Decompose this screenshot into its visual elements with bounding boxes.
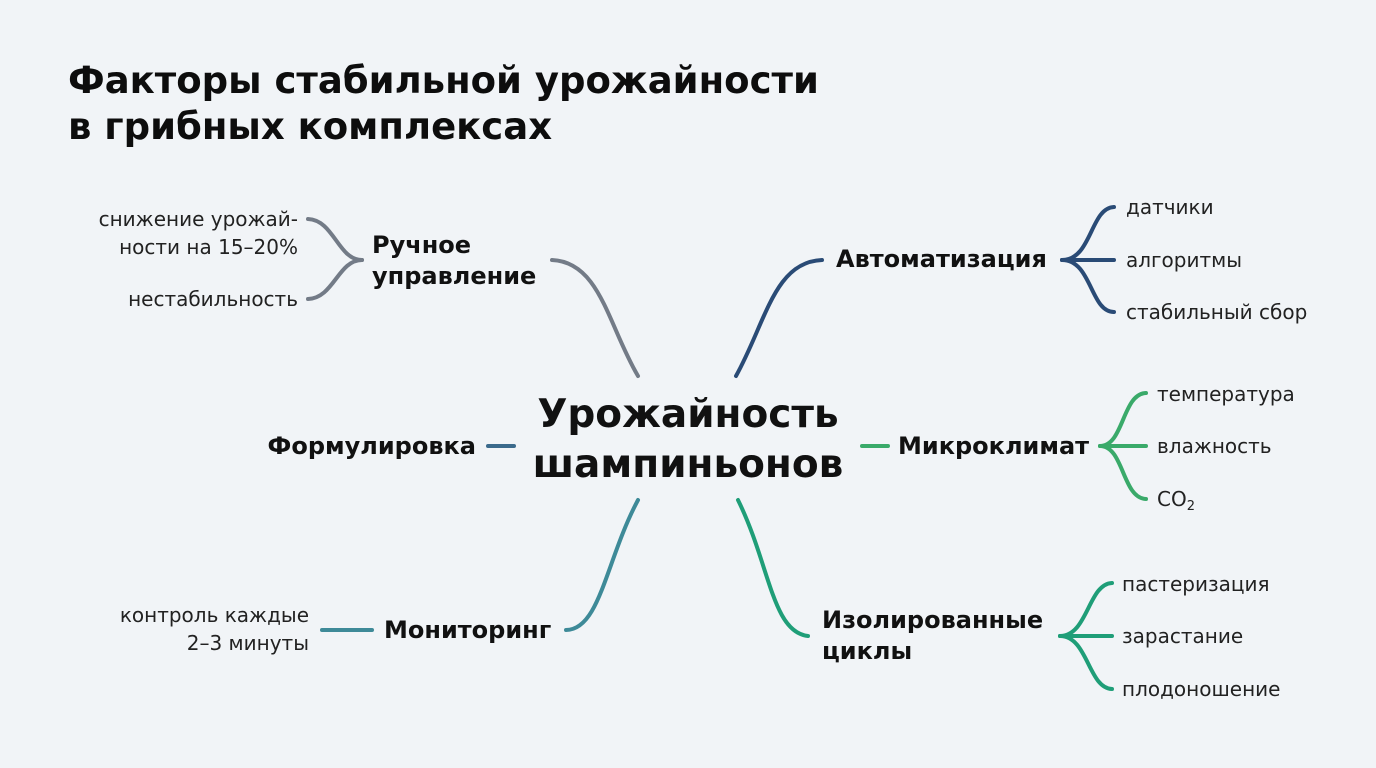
leaf-yield-reduction: снижение урожай- ности на 15–20% — [99, 205, 298, 261]
leaf-co2-subscript: 2 — [1186, 499, 1195, 514]
branch-manual-line-1: Ручное — [372, 231, 472, 259]
connector-center-manual — [550, 258, 640, 378]
leaf-colonization: зарастание — [1122, 624, 1244, 648]
connector-microclimate-leaf-1 — [1098, 391, 1148, 448]
leaf-control-interval-line-2: 2–3 минуты — [186, 631, 309, 655]
branch-cycles-line-2: циклы — [822, 637, 913, 665]
branch-isolated-cycles: Изолированные циклы — [822, 605, 1043, 667]
leaf-control-interval: контроль каждые 2–3 минуты — [120, 601, 309, 657]
branch-microclimate: Микроклимат — [898, 432, 1090, 460]
leaf-pasteurization: пастеризация — [1122, 572, 1270, 596]
leaf-sensors: датчики — [1126, 195, 1214, 219]
connector-center-automation — [734, 258, 824, 378]
connector-center-monitoring — [564, 498, 640, 632]
branch-manual-management: Ручное управление — [372, 230, 536, 292]
leaf-temperature: температура — [1157, 382, 1295, 406]
center-node-line-1: Урожайность — [537, 392, 839, 437]
leaf-fruiting: плодоношение — [1122, 677, 1281, 701]
leaf-instability: нестабильность — [128, 287, 298, 311]
branch-monitoring: Мониторинг — [384, 616, 552, 644]
connector-automation-leaf-1 — [1060, 205, 1116, 262]
page-title-line-2: в грибных комплексах — [68, 105, 553, 148]
leaf-co2-text: CO — [1157, 487, 1187, 511]
page-title-line-1: Факторы стабильной урожайности — [68, 59, 819, 102]
leaf-control-interval-line-1: контроль каждые — [119, 603, 309, 627]
center-node: Урожайность шампиньонов — [520, 390, 856, 490]
leaf-yield-reduction-line-1: снижение урожай- — [98, 207, 298, 231]
leaf-yield-reduction-line-2: ности на 15–20% — [119, 235, 298, 259]
connector-cycles-leaf-3 — [1058, 634, 1114, 691]
connector-automation-leaf-3 — [1060, 258, 1116, 314]
branch-manual-line-2: управление — [372, 262, 537, 290]
connector-center-cycles — [736, 498, 810, 638]
connector-microclimate-leaf-3 — [1098, 444, 1148, 501]
connector-manual-leaf-1 — [306, 217, 364, 262]
leaf-co2: CO2 — [1157, 485, 1195, 521]
branch-automation: Автоматизация — [836, 245, 1047, 273]
branch-cycles-line-1: Изолированные — [822, 606, 1044, 634]
leaf-humidity: влажность — [1157, 434, 1272, 458]
connector-manual-leaf-2 — [306, 258, 364, 301]
center-node-line-2: шампиньонов — [532, 442, 844, 487]
page-title: Факторы стабильной урожайности в грибных… — [68, 58, 819, 150]
connector-cycles-leaf-1 — [1058, 581, 1114, 638]
branch-formulation: Формулировка — [267, 432, 476, 460]
leaf-stable-harvest: стабильный сбор — [1126, 300, 1308, 324]
leaf-algorithms: алгоритмы — [1126, 248, 1243, 272]
